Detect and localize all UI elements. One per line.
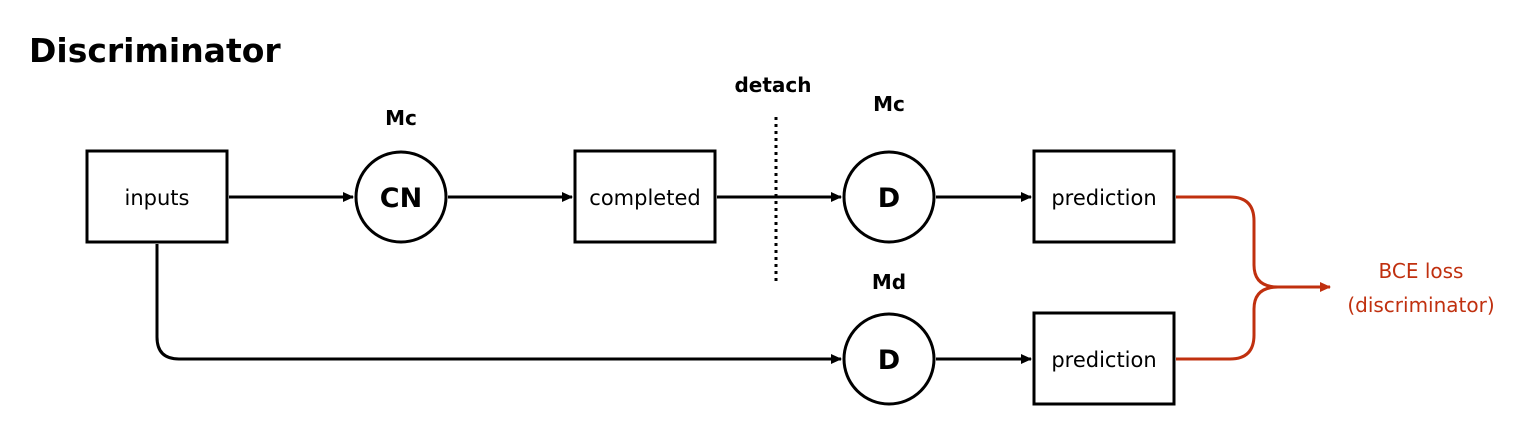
- inputs-label: inputs: [125, 186, 190, 210]
- cn-node: CN: [354, 150, 448, 244]
- d-bottom-node: D: [842, 312, 936, 406]
- detach-tag: detach: [734, 73, 811, 97]
- d-bottom-model-tag: Md: [872, 270, 906, 294]
- completed-label: completed: [589, 186, 700, 210]
- d-bottom-node-label: D: [878, 345, 900, 376]
- prediction-bottom-box: prediction: [1032, 311, 1176, 406]
- loss-branch-bottom: [1176, 285, 1279, 361]
- d-top-node: D: [842, 150, 936, 244]
- completed-box: completed: [573, 149, 717, 244]
- cn-node-label: CN: [380, 183, 422, 214]
- prediction-top-box: prediction: [1032, 149, 1176, 244]
- prediction-top-label: prediction: [1051, 186, 1156, 210]
- loss-label-line2: (discriminator): [1347, 293, 1494, 317]
- diagram-title: Discriminator: [29, 31, 281, 70]
- arrow-inputs-to-d-bottom: [155, 244, 842, 364]
- inputs-box: inputs: [85, 149, 229, 244]
- prediction-bottom-label: prediction: [1051, 348, 1156, 372]
- d-top-model-tag: Mc: [873, 92, 905, 116]
- d-top-node-label: D: [878, 183, 900, 214]
- loss-label-line1: BCE loss: [1379, 259, 1464, 283]
- loss-branch-top: [1176, 195, 1279, 289]
- cn-model-tag: Mc: [385, 106, 417, 130]
